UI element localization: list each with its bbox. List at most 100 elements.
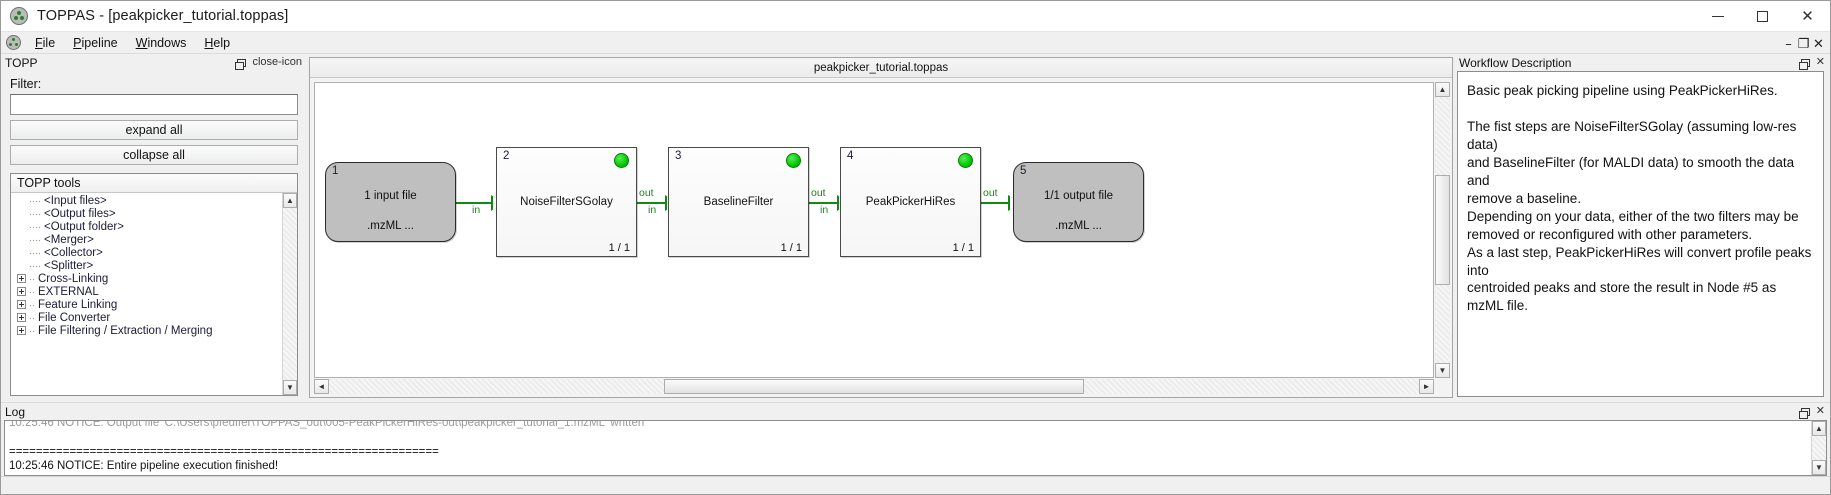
log-output-box[interactable]: 10:25:46 NOTICE: Output file 'C:\Users\p… [4,420,1827,476]
tree-leaf-icon [29,235,41,244]
node-id: 1 [332,165,339,177]
pipeline-node-4-peakpickerhires[interactable]: 4 PeakPickerHiRes 1 / 1 [840,147,981,257]
node-label: 1/1 output file [1043,189,1114,202]
node-id: 4 [847,150,854,162]
scrollbar-thumb[interactable] [664,379,1084,394]
scrollbar-track[interactable] [1084,379,1419,394]
node-sublabel: .mzML ... [1055,220,1102,232]
expand-all-button[interactable]: expand all [10,120,298,140]
port-in-2: in [472,204,481,216]
menu-item-help[interactable]: Help [204,35,231,50]
node-id: 5 [1020,165,1027,177]
topp-panel: TOPP close-icon Filter: expand all colla… [1,54,307,402]
tree-branch-icon [29,326,35,335]
float-window-icon[interactable] [235,58,247,70]
scrollbar-track[interactable] [1435,285,1450,363]
port-in-4: in [820,204,829,216]
tree-item-cross-linking[interactable]: Cross-Linking [11,272,282,285]
tree-item-external[interactable]: EXTERNAL [11,285,282,298]
scrollbar-track[interactable] [1435,97,1450,175]
scroll-down-icon[interactable]: ▼ [283,380,297,395]
mdi-restore-icon[interactable]: ❐ [1797,36,1810,52]
float-window-icon[interactable] [1798,407,1810,419]
tree-leaf-icon [29,196,41,205]
close-icon[interactable]: close-icon [252,56,302,68]
pipeline-node-1-input-file[interactable]: 1 1 input file .mzML ... [325,162,456,242]
tree-item-splitter[interactable]: <Splitter> [11,259,282,272]
expand-plus-icon[interactable] [17,287,26,296]
tree-leaf-icon [29,209,41,218]
scroll-up-icon[interactable]: ▲ [1435,82,1450,97]
expand-plus-icon[interactable] [17,300,26,309]
tree-branch-icon [29,313,35,322]
window-controls: ✕ [1695,1,1830,32]
pipeline-canvas[interactable]: in out in out in out [314,82,1434,378]
minimize-icon [1711,15,1724,17]
workflow-description-text[interactable]: Basic peak picking pipeline using PeakPi… [1457,71,1824,397]
tree-vertical-scrollbar[interactable]: ▲ ▼ [282,193,297,395]
tree-item-label: EXTERNAL [38,285,99,298]
close-icon: ✕ [1801,7,1814,25]
expand-plus-icon[interactable] [17,313,26,322]
tree-item-label: File Converter [38,311,111,324]
tree-item-label: <Merger> [44,233,94,246]
scroll-down-icon[interactable]: ▼ [1812,460,1826,475]
scroll-down-icon[interactable]: ▼ [1435,363,1450,378]
tree-item-file-converter[interactable]: File Converter [11,311,282,324]
expand-plus-icon[interactable] [17,274,26,283]
tree-item-collector[interactable]: <Collector> [11,246,282,259]
tree-column-header[interactable]: TOPP tools [11,174,297,193]
scroll-up-icon[interactable]: ▲ [283,193,297,208]
scroll-left-icon[interactable]: ◄ [314,379,329,394]
node-id: 2 [503,150,510,162]
pipeline-node-5-output-file[interactable]: 5 1/1 output file .mzML ... [1013,162,1144,242]
scroll-right-icon[interactable]: ► [1419,379,1434,394]
maximize-button[interactable] [1740,1,1785,32]
scrollbar-track[interactable] [283,208,297,380]
toppas-icon [10,7,28,25]
log-vertical-scrollbar[interactable]: ▲ ▼ [1811,421,1826,475]
tree-item-merger[interactable]: <Merger> [11,233,282,246]
pipeline-node-3-baselinefilter[interactable]: 3 BaselineFilter 1 / 1 [668,147,809,257]
tree-item-file-filtering[interactable]: File Filtering / Extraction / Merging [11,324,282,337]
collapse-all-button[interactable]: collapse all [10,145,298,165]
tree-item-output-folder[interactable]: <Output folder> [11,220,282,233]
pipeline-node-2-noisefiltersgolay[interactable]: 2 NoiseFilterSGolay 1 / 1 [496,147,637,257]
expand-plus-icon[interactable] [17,326,26,335]
close-icon[interactable]: ✕ [1815,56,1825,68]
close-icon[interactable]: ✕ [1815,405,1825,417]
tree-item-feature-linking[interactable]: Feature Linking [11,298,282,311]
edge-4-to-5 [981,202,1013,204]
scroll-up-icon[interactable]: ▲ [1812,421,1826,436]
menu-item-pipeline[interactable]: Pipeline [73,35,118,50]
menu-item-file[interactable]: File [35,35,56,50]
tree-leaf-icon [29,248,41,257]
tree-item-label: <Collector> [44,246,103,259]
minimize-button[interactable] [1695,1,1740,32]
tree-branch-icon [29,287,35,296]
tree-branch-icon [29,300,35,309]
filter-input[interactable] [10,94,298,115]
node-label: 1 input file [364,189,417,202]
canvas-horizontal-scrollbar[interactable]: ◄ ► [314,379,1434,394]
node-status-indicator [614,153,629,168]
scrollbar-track[interactable] [1812,436,1826,460]
topp-tools-tree: TOPP tools <Input files> <Output files> … [10,173,298,396]
pipeline-document-title: peakpicker_tutorial.toppas [310,58,1452,78]
tree-branch-icon [29,274,35,283]
tree-item-input-files[interactable]: <Input files> [11,194,282,207]
scrollbar-thumb[interactable] [1435,175,1450,285]
topp-panel-title: TOPP [5,55,38,70]
scrollbar-track[interactable] [329,379,664,394]
node-progress-count: 1 / 1 [780,242,802,254]
tree-item-label: Cross-Linking [38,272,109,285]
mdi-minimize-icon[interactable]: – [1785,36,1792,52]
menu-item-windows[interactable]: Windows [135,35,187,50]
workflow-description-header: Workflow Description ✕ [1455,54,1830,71]
tree-item-output-files[interactable]: <Output files> [11,207,282,220]
tree-item-label: <Output files> [44,207,116,220]
float-window-icon[interactable] [1798,58,1810,70]
canvas-vertical-scrollbar[interactable]: ▲ ▼ [1435,82,1450,378]
mdi-close-icon[interactable]: ✕ [1813,36,1824,52]
close-button[interactable]: ✕ [1785,1,1830,32]
